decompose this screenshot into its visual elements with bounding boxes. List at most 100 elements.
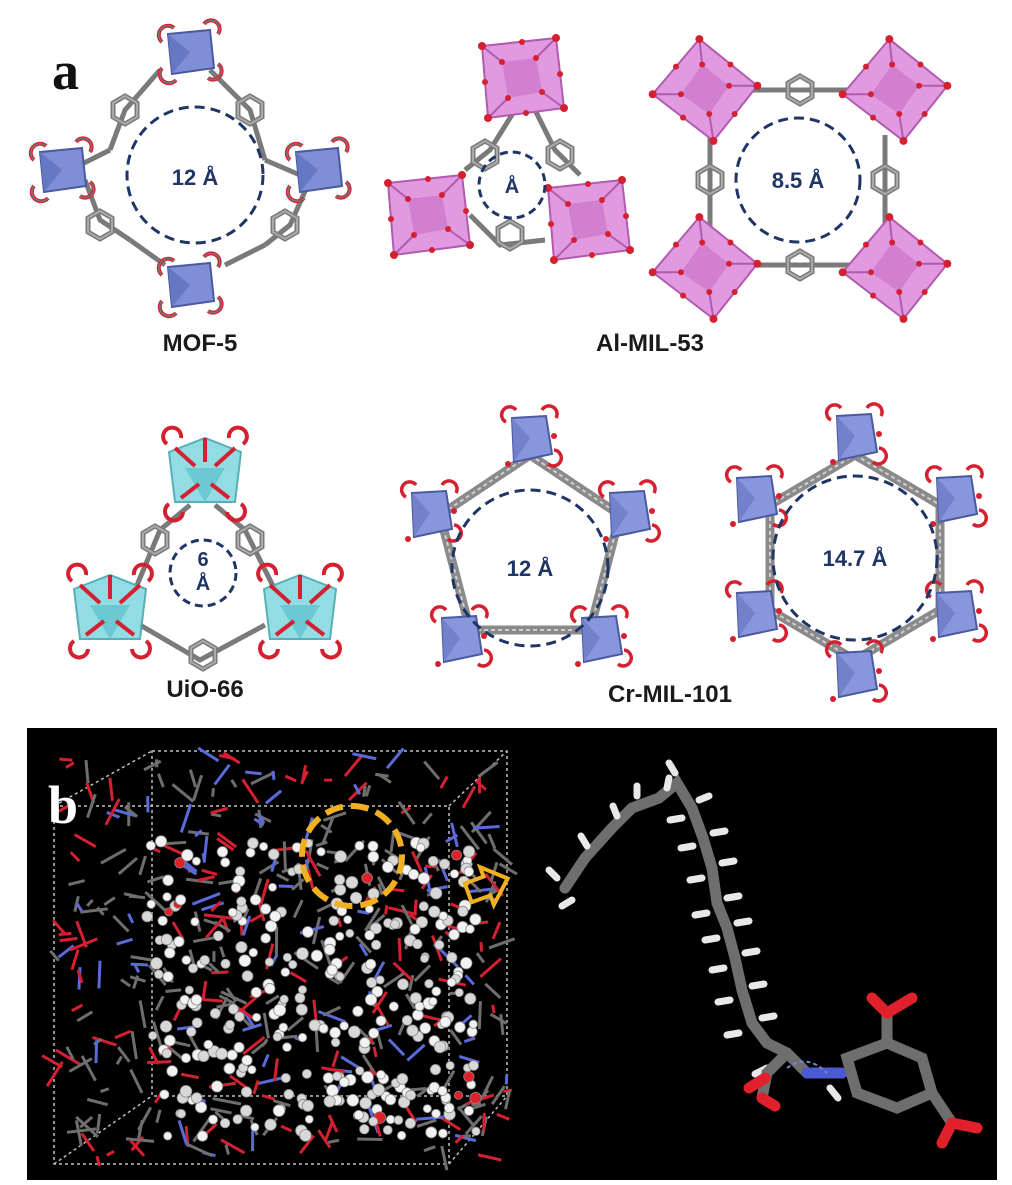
al-mil53-large-pore bbox=[734, 116, 862, 244]
adsorbate-atom bbox=[188, 963, 199, 974]
framework-bond bbox=[484, 982, 502, 1000]
framework-bond bbox=[58, 931, 72, 937]
adsorbate-atom bbox=[203, 1039, 214, 1050]
framework-bond bbox=[355, 935, 373, 954]
adsorbate-atom bbox=[250, 1122, 260, 1132]
zoomed-molecule bbox=[545, 759, 983, 1149]
framework-bond bbox=[491, 1004, 496, 1014]
framework-bond bbox=[291, 878, 305, 891]
framework-bond bbox=[416, 1118, 437, 1128]
framework-bond bbox=[51, 801, 75, 817]
adsorbate-atom bbox=[181, 955, 192, 965]
framework-bond bbox=[69, 937, 98, 952]
adsorbate-atom bbox=[280, 967, 291, 977]
adsorbate-atom bbox=[162, 971, 174, 983]
framework-bond bbox=[164, 1043, 183, 1060]
adsorbate-atom bbox=[408, 868, 420, 880]
framework-bond bbox=[210, 900, 222, 912]
framework-bond bbox=[192, 1116, 212, 1143]
adsorbate-atom bbox=[367, 840, 379, 852]
framework-bond bbox=[86, 793, 97, 819]
adsorbate-atom bbox=[323, 943, 336, 956]
adsorbate-atom bbox=[339, 1076, 350, 1088]
framework-bond bbox=[491, 921, 502, 940]
framework-bond bbox=[464, 974, 476, 986]
framework-bond bbox=[133, 963, 141, 974]
framework-bond bbox=[138, 1000, 147, 1029]
framework-bond bbox=[123, 805, 139, 818]
adsorbate-atom bbox=[382, 1125, 393, 1135]
adsorbate-atom bbox=[273, 1003, 287, 1017]
al-mil53-triangle bbox=[383, 33, 635, 265]
adsorbate-atom bbox=[238, 954, 252, 967]
framework-bond bbox=[65, 761, 75, 769]
framework-bond bbox=[99, 1087, 110, 1094]
adsorbate-atom bbox=[375, 1015, 387, 1027]
framework-bond bbox=[425, 864, 437, 869]
adsorbate-atom bbox=[173, 936, 185, 948]
framework-bond bbox=[377, 883, 384, 896]
adsorbate-atom bbox=[352, 1005, 364, 1017]
adsorbate-atom bbox=[343, 915, 353, 925]
cr-mil101-large-pore-label: 14.7 Å bbox=[823, 545, 888, 571]
framework-bond bbox=[125, 1137, 155, 1143]
adsorbate-atom bbox=[272, 1032, 283, 1042]
adsorbate-atom bbox=[361, 872, 373, 884]
mof5-pore-label: 12 Å bbox=[172, 164, 219, 190]
framework-bond bbox=[245, 770, 262, 776]
framework-bond bbox=[299, 1134, 315, 1155]
adsorbate-atom bbox=[219, 1117, 231, 1129]
framework-bond bbox=[157, 773, 165, 788]
framework-bond bbox=[397, 800, 416, 825]
adsorbate-atom bbox=[186, 1026, 197, 1037]
adsorbate-atom bbox=[220, 857, 231, 868]
adsorbate-atom bbox=[454, 988, 464, 998]
adsorbate-atom bbox=[439, 858, 451, 870]
framework-bond bbox=[155, 1109, 162, 1124]
framework-bond bbox=[272, 1099, 291, 1108]
framework-bond bbox=[364, 784, 372, 797]
framework-bond bbox=[385, 747, 405, 770]
framework-bond bbox=[76, 1010, 94, 1023]
adsorbate-atom bbox=[401, 1015, 413, 1026]
adsorbate-atom bbox=[428, 905, 441, 918]
framework-bond bbox=[317, 1010, 346, 1024]
framework-bond bbox=[138, 855, 147, 876]
adsorbate-atom bbox=[468, 1060, 479, 1071]
adsorbate-atom bbox=[265, 920, 278, 933]
adsorbate-atom bbox=[418, 901, 429, 912]
adsorbate-atom bbox=[334, 883, 347, 896]
adsorbate-atom bbox=[446, 977, 457, 988]
adsorbate-atom bbox=[454, 1021, 466, 1033]
framework-bond bbox=[49, 949, 60, 962]
framework-bond bbox=[57, 944, 75, 959]
framework-bond bbox=[372, 1046, 378, 1058]
framework-bond bbox=[238, 1114, 255, 1121]
framework-bond bbox=[120, 978, 132, 988]
framework-bond bbox=[105, 1150, 115, 1157]
framework-bond bbox=[456, 1105, 476, 1128]
adsorbate-atom bbox=[234, 1011, 245, 1022]
framework-bond bbox=[376, 1034, 384, 1050]
uio66-pore-label-value: 6 bbox=[197, 549, 208, 571]
framework-bond bbox=[91, 1036, 117, 1047]
adsorbate-atom bbox=[260, 903, 272, 915]
adsorbate-atom bbox=[310, 949, 323, 962]
framework-bond bbox=[315, 840, 328, 848]
adsorbate-atom bbox=[245, 847, 256, 858]
framework-bond bbox=[300, 764, 308, 785]
adsorbate-atom bbox=[227, 907, 238, 918]
adsorbate-atom bbox=[215, 1047, 228, 1060]
al-mil53-name: Al-MIL-53 bbox=[596, 330, 704, 357]
adsorbate-atom bbox=[163, 1131, 173, 1141]
adsorbate-atom bbox=[282, 1042, 292, 1052]
framework-bond bbox=[152, 1021, 163, 1048]
framework-bond bbox=[80, 1132, 96, 1152]
framework-bond bbox=[216, 1002, 232, 1009]
adsorbate-atom bbox=[367, 850, 380, 863]
adsorbate-atom bbox=[371, 939, 382, 951]
framework-bond bbox=[314, 1029, 320, 1053]
adsorbate-atom bbox=[161, 1048, 172, 1059]
framework-bond bbox=[375, 1122, 382, 1137]
adsorbate-atom bbox=[439, 1016, 452, 1028]
